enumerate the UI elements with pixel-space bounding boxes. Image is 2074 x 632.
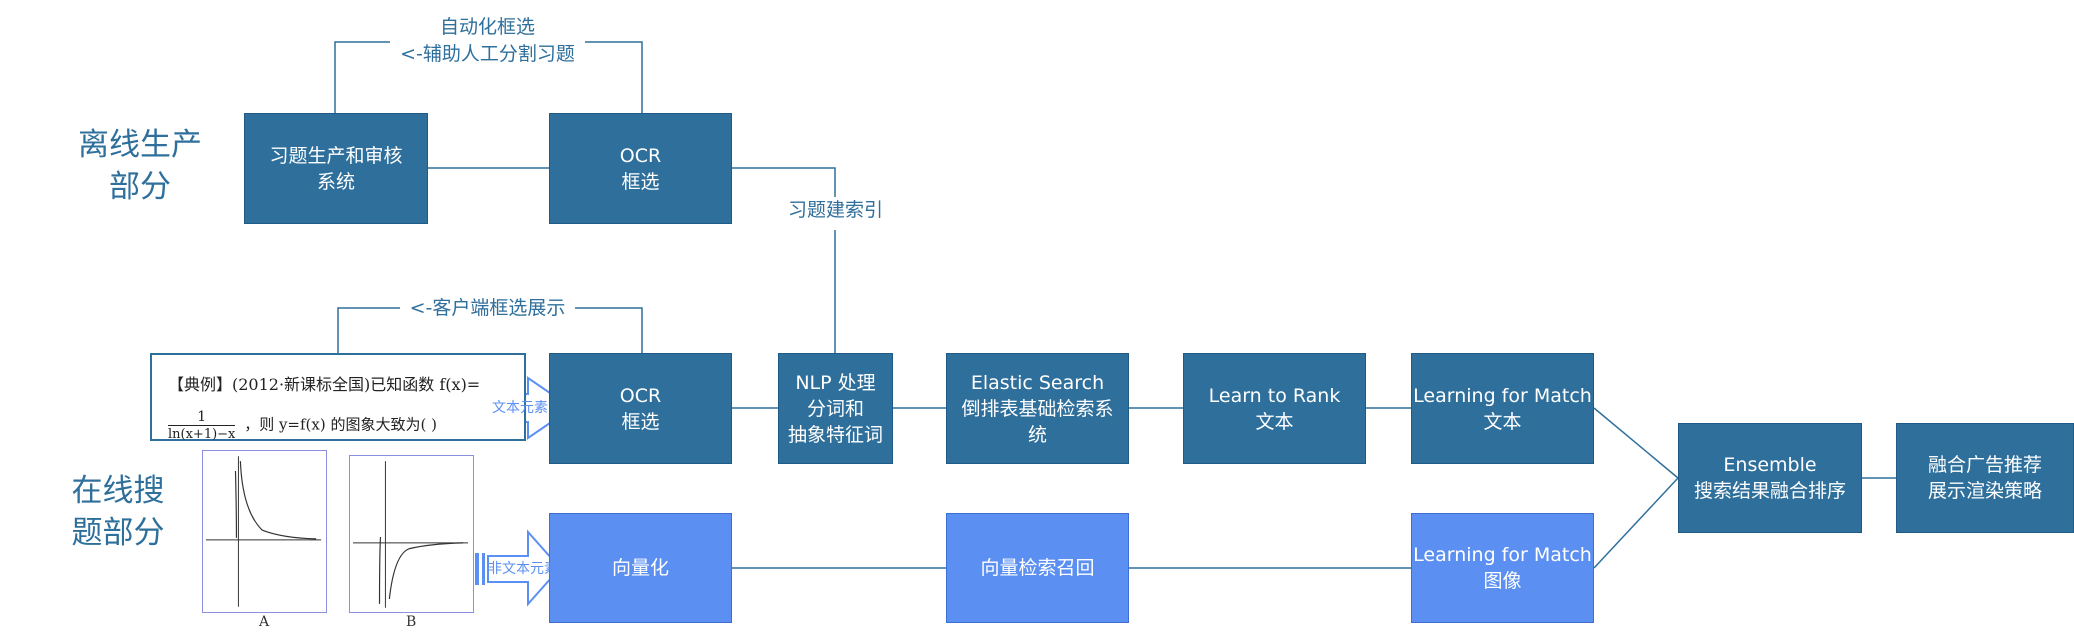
example-question-line2-text: ，则 y=f(x) 的图象大致为( ) bbox=[244, 415, 437, 434]
ads-strategy-node[interactable]: 融合广告推荐 展示渲染策略 bbox=[1896, 423, 2074, 533]
example-question-line2: 1 ln(x+1)−x ，则 y=f(x) 的图象大致为( ) bbox=[168, 409, 437, 442]
learn-to-rank-label: Learn to Rank 文本 bbox=[1208, 384, 1341, 433]
vector-recall-label: 向量检索召回 bbox=[980, 557, 1095, 579]
graph-b-caption: B bbox=[406, 614, 417, 630]
learning-for-match-image-label: Learning for Match 图像 bbox=[1413, 544, 1592, 592]
graph-a-caption: A bbox=[259, 614, 270, 630]
index-label: 习题建索引 bbox=[773, 197, 898, 223]
learning-for-match-text-label: Learning for Match 文本 bbox=[1413, 384, 1592, 433]
non-text-element-arrow-icon bbox=[475, 529, 562, 607]
assist-split-label: <-辅助人工分割习题 bbox=[390, 41, 585, 67]
graph-b bbox=[349, 455, 474, 613]
online-section-title-text: 在线搜 题部分 bbox=[71, 473, 165, 551]
example-question-line1: 【典例】(2012·新课标全国)已知函数 f(x)= bbox=[168, 375, 481, 394]
vectorize-label: 向量化 bbox=[611, 557, 669, 579]
learn-to-rank-node[interactable]: Learn to Rank 文本 bbox=[1183, 353, 1366, 464]
exercise-system-label: 习题生产和审核 系统 bbox=[269, 144, 403, 193]
vectorize-node[interactable]: 向量化 bbox=[549, 513, 732, 623]
ocr-offline-node[interactable]: OCR 框选 bbox=[549, 113, 732, 224]
elastic-search-label: Elastic Search 倒排表基础检索系 统 bbox=[961, 371, 1114, 446]
ads-strategy-label: 融合广告推荐 展示渲染策略 bbox=[1927, 454, 2042, 502]
graph-a-plot bbox=[205, 456, 322, 607]
online-section-title: 在线搜 题部分 bbox=[48, 470, 188, 554]
nlp-label: NLP 处理 分词和 抽象特征词 bbox=[787, 371, 883, 446]
exercise-system-node[interactable]: 习题生产和审核 系统 bbox=[244, 113, 428, 224]
learning-for-match-text-node[interactable]: Learning for Match 文本 bbox=[1411, 353, 1594, 464]
graph-b-plot bbox=[352, 461, 469, 608]
ocr-online-label: OCR 框选 bbox=[619, 384, 662, 433]
elastic-search-node[interactable]: Elastic Search 倒排表基础检索系 统 bbox=[946, 353, 1129, 464]
auto-select-label: 自动化框选 bbox=[400, 14, 575, 40]
non-text-element-label: 非文本元素 bbox=[488, 561, 558, 577]
example-fraction: 1 ln(x+1)−x bbox=[168, 409, 236, 442]
ocr-online-node[interactable]: OCR 框选 bbox=[549, 353, 732, 464]
ensemble-node[interactable]: Ensemble 搜索结果融合排序 bbox=[1678, 423, 1862, 533]
vector-recall-node[interactable]: 向量检索召回 bbox=[946, 513, 1129, 623]
text-element-label: 文本元素 bbox=[492, 400, 548, 416]
nlp-node[interactable]: NLP 处理 分词和 抽象特征词 bbox=[778, 353, 893, 464]
ocr-offline-label: OCR 框选 bbox=[619, 144, 662, 193]
example-fraction-denominator: ln(x+1)−x bbox=[168, 425, 236, 442]
example-question-card: 【典例】(2012·新课标全国)已知函数 f(x)= 1 ln(x+1)−x ，… bbox=[150, 353, 526, 442]
example-fraction-numerator: 1 bbox=[197, 409, 207, 425]
graph-a bbox=[202, 450, 327, 613]
offline-section-title-text: 离线生产 部分 bbox=[78, 127, 202, 205]
offline-section-title: 离线生产 部分 bbox=[70, 124, 210, 208]
ensemble-label: Ensemble 搜索结果融合排序 bbox=[1693, 454, 1846, 502]
learning-for-match-image-node[interactable]: Learning for Match 图像 bbox=[1411, 513, 1594, 623]
client-show-label: <-客户端框选展示 bbox=[400, 295, 575, 321]
